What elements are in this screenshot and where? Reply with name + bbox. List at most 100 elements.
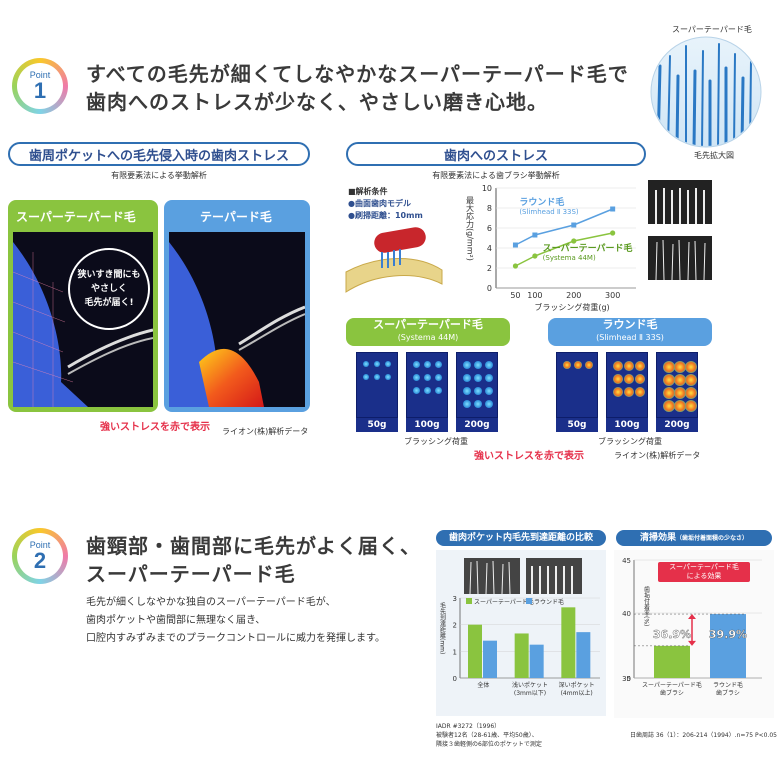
series-sublabel: (Systema 44M) — [543, 254, 596, 262]
pocket-bar-chart: 0123毛先到達距離(mm)全体浅いポケット(3mm以下)深いポケット(4mm以… — [439, 595, 600, 697]
data-point — [610, 230, 616, 236]
heat-spot — [435, 374, 442, 381]
heat-spot — [413, 361, 420, 368]
heat-spot — [413, 387, 420, 394]
heatmap-200g: 200g — [656, 352, 698, 432]
heatmap-image — [356, 352, 398, 418]
bar — [514, 633, 529, 678]
heat-spot — [363, 374, 369, 380]
heat-spot — [674, 400, 686, 412]
bristle-magnify-image — [650, 36, 762, 148]
point-1-headline: すべての毛先が細くてしなやかなスーパーテーパード毛で 歯肉へのストレスが少なく、… — [86, 62, 629, 114]
speech-bubble: 狭いすき間にも やさしく 毛先が届く! — [68, 248, 150, 330]
panel-a-title: スーパーテーパード毛 — [16, 210, 136, 224]
y-tick-label: 0 — [627, 675, 631, 683]
series-line — [515, 232, 613, 267]
y-axis-label: 最大応力(g/mm²) — [466, 196, 475, 261]
bar-value-label: 36.9% — [653, 628, 691, 641]
heat-spot — [385, 361, 391, 367]
heat-spot — [663, 400, 675, 412]
left-red-note: 強いストレスを赤で表示 — [100, 422, 210, 433]
super-tapered-bristle-photo — [648, 236, 712, 280]
heat-spot — [485, 361, 493, 369]
right-source: ライオン(株)解析データ — [614, 451, 701, 460]
data-point — [571, 238, 577, 244]
heatmap-100g: 100g — [406, 352, 448, 432]
bar — [561, 607, 576, 678]
heat-spot — [624, 387, 634, 397]
heat-spot — [635, 361, 645, 371]
left-source: ライオン(株)解析データ — [222, 427, 309, 436]
heat-spot — [613, 387, 623, 397]
heat-spot — [674, 374, 686, 386]
x-tick-label: 200 — [566, 291, 581, 300]
legend-label: スーパーテーパード毛 — [474, 598, 534, 606]
effect-arrowhead — [688, 614, 696, 620]
point-2-headline: 歯頸部・歯間部に毛先がよく届く、 スーパーテーパード毛 — [86, 534, 421, 586]
heat-super-caption: ブラッシング荷重 — [404, 437, 468, 446]
heatmap-image — [456, 352, 498, 418]
super-heatmap-header: スーパーテーパード毛 (Systema 44M) — [346, 318, 510, 346]
heatmap-100g: 100g — [606, 352, 648, 432]
heat-spot — [463, 361, 471, 369]
y-axis-label: 毛先到達距離(mm) — [439, 601, 446, 654]
heatmap-image — [406, 352, 448, 418]
heat-spot — [463, 387, 471, 395]
heatmap-load-label: 100g — [406, 418, 448, 432]
panel-tapered: テーパード毛 — [164, 200, 310, 412]
heat-spot — [635, 374, 645, 384]
y-tick-label: 2 — [487, 264, 492, 273]
heat-spot — [663, 387, 675, 399]
left-section-title-pill: 歯周ポケットへの毛先侵入時の歯肉ストレス — [8, 142, 310, 166]
category-label: 歯ブラシ — [660, 689, 684, 697]
panel-super-tapered: スーパーテーパード毛 狭いすき間にも やさしく 毛先が届く! — [8, 200, 158, 412]
heat-spot — [424, 374, 431, 381]
pocket-photo-super — [464, 558, 520, 594]
category-label: 深いポケット — [559, 681, 595, 689]
category-label: (4mm以上) — [561, 689, 593, 697]
clean-source: 日歯周誌 36（1）：206-214（1994）.n=75 P<0.05 — [630, 732, 777, 739]
round-bristle-photo — [648, 180, 712, 224]
pocket-photo-round — [526, 558, 582, 594]
point-2-body: 毛先が細くしなやかな独自のスーパーテーパード毛が、 歯肉ポケットや歯間部に無理な… — [86, 597, 385, 644]
heatmap-load-label: 100g — [606, 418, 648, 432]
series-label: スーパーテーパード毛 — [543, 242, 633, 254]
heat-spot — [613, 374, 623, 384]
bar — [576, 632, 591, 678]
x-tick-label: 300 — [605, 291, 620, 300]
heat-spot — [574, 361, 582, 369]
y-tick-label: 1 — [453, 648, 457, 656]
data-point — [512, 263, 519, 269]
x-tick-label: 50 — [510, 291, 520, 300]
legend-swatch — [526, 598, 532, 604]
round-heatmap-header: ラウンド毛 (Slimhead Ⅱ 33S) — [548, 318, 712, 346]
heatmap-200g: 200g — [456, 352, 498, 432]
y-tick-label: 0 — [453, 675, 457, 683]
data-point — [610, 206, 616, 212]
effect-callout: スーパーテーパード毛 による効果 — [658, 562, 750, 582]
badge-word: Point — [29, 70, 51, 80]
pocket-source: IADR #3272（1996） 被験者12名（28-61歳、平均50歳）、 隣… — [436, 723, 542, 748]
brush-model-illustration — [345, 227, 443, 293]
heat-spot — [374, 374, 380, 380]
heat-spot — [674, 361, 686, 373]
data-point — [571, 222, 577, 228]
heat-spot — [585, 361, 593, 369]
analysis-conditions: ■解析条件 ●曲面歯肉モデル ●刷掃距離：10mm — [348, 187, 423, 220]
category-label: (3mm以下) — [514, 690, 546, 697]
heat-spot — [385, 374, 391, 380]
heat-spot — [363, 361, 369, 367]
bar — [529, 644, 544, 678]
magnify-label-top: スーパーテーパード毛 — [672, 25, 752, 34]
series-label: ラウンド毛 — [519, 196, 564, 208]
heat-spot — [613, 361, 623, 371]
pocket-chart-header: 歯肉ポケット内毛先到達距離の比較 — [436, 530, 606, 546]
heat-spot — [474, 361, 482, 369]
heat-spot — [624, 374, 634, 384]
heatmap-load-label: 50g — [356, 418, 398, 432]
heat-spot — [635, 387, 645, 397]
data-point — [532, 253, 538, 259]
heatmap-image — [656, 352, 698, 418]
